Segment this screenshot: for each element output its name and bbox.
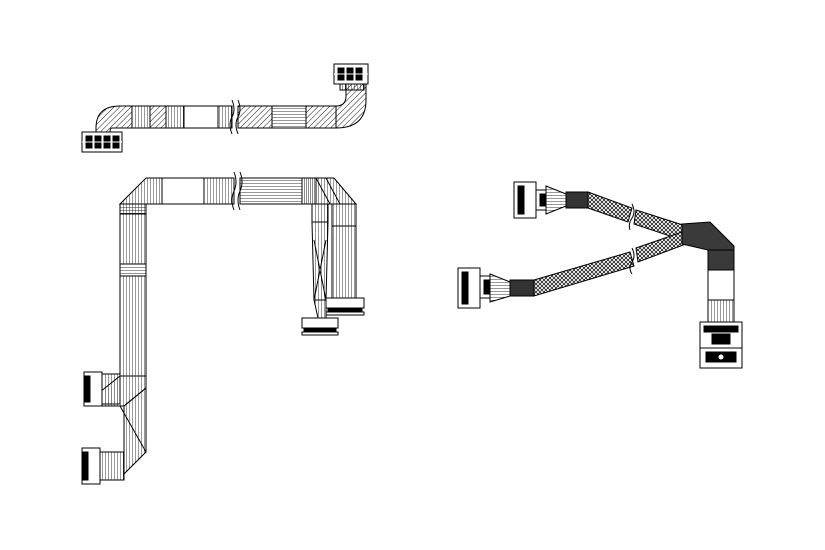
power-cable-right-bend xyxy=(335,83,367,129)
power-connector-left xyxy=(81,131,123,153)
ribbon-top-right-fold xyxy=(315,177,358,205)
power-connector-right xyxy=(333,63,369,91)
flat-ribbon-cable-assembly xyxy=(81,171,365,485)
y-cable-lower-branch xyxy=(457,231,687,309)
ribbon-connector-left-a xyxy=(83,371,121,407)
power-cable-segment xyxy=(165,105,185,129)
y-splitter-cable xyxy=(457,181,743,369)
ribbon-top-left-fold xyxy=(118,177,163,205)
y-connector-bottom xyxy=(699,321,743,369)
ribbon-right-branch xyxy=(311,203,329,223)
ribbon-connector-left-b xyxy=(81,447,125,485)
break-mark xyxy=(628,203,635,231)
y-connector-lower xyxy=(457,267,481,309)
ribbon-connector-right-a xyxy=(325,297,365,316)
power-cable xyxy=(81,63,369,153)
y-cable-trunk xyxy=(707,269,735,301)
power-cable-segment xyxy=(131,105,151,129)
ribbon-label-band xyxy=(161,177,205,205)
y-connector-upper xyxy=(513,181,537,219)
break-mark xyxy=(231,171,237,211)
break-mark xyxy=(229,99,235,135)
power-cable-label-band xyxy=(183,105,219,129)
power-cable-segment xyxy=(149,105,167,129)
y-cable-upper-branch xyxy=(513,181,687,241)
break-mark xyxy=(629,247,635,275)
ribbon-connector-right-b xyxy=(301,299,339,336)
